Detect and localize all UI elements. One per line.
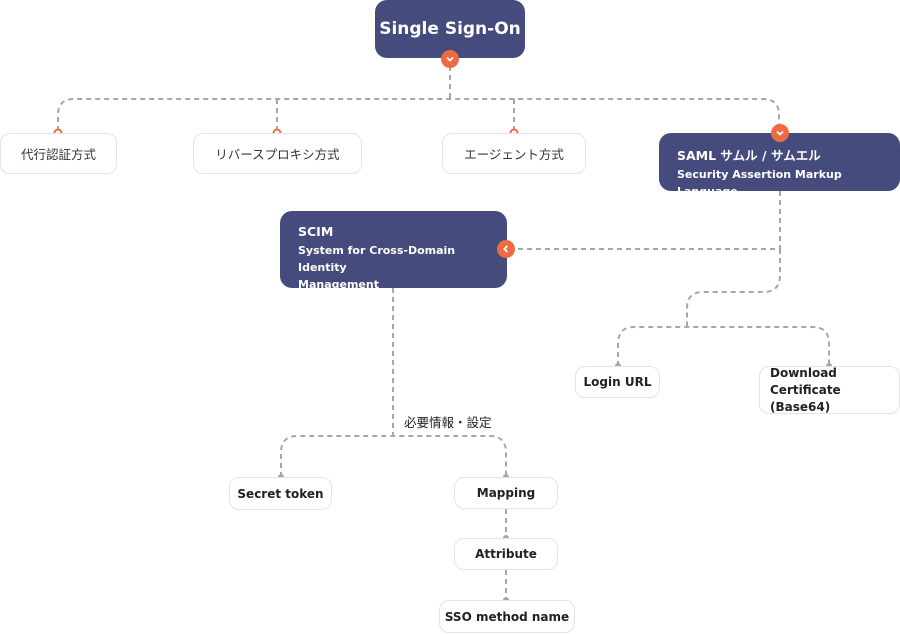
- saml-subtitle: Security Assertion Markup Language: [677, 168, 842, 198]
- saml-child-label: Login URL: [583, 375, 652, 389]
- method-node-reverse-proxy[interactable]: リバースプロキシ方式: [193, 133, 362, 174]
- scim-child-label: Secret token: [237, 486, 324, 501]
- scim-child-attribute[interactable]: Attribute: [454, 538, 558, 570]
- saml-title: SAML サムル / サムエル: [677, 148, 821, 163]
- method-label: エージェント方式: [464, 147, 564, 162]
- method-node-agent[interactable]: エージェント方式: [442, 133, 586, 174]
- chevron-left-icon[interactable]: [497, 240, 515, 258]
- scim-child-label: Attribute: [475, 547, 537, 561]
- method-node-proxy-auth[interactable]: 代行認証方式: [0, 133, 117, 174]
- method-label: 代行認証方式: [20, 147, 96, 162]
- root-title: Single Sign-On: [379, 19, 521, 39]
- saml-child-login-url[interactable]: Login URL: [575, 366, 660, 398]
- scim-child-mapping[interactable]: Mapping: [454, 477, 558, 509]
- scim-section-label: 必要情報・設定: [404, 415, 492, 430]
- method-label: リバースプロキシ方式: [215, 147, 340, 162]
- scim-child-label: Mapping: [476, 486, 536, 500]
- scim-subtitle: System for Cross-Domain Identity Managem…: [298, 244, 456, 291]
- scim-child-secret-token[interactable]: Secret token: [229, 477, 332, 510]
- saml-child-label: Download Certificate (Base64): [770, 365, 841, 414]
- saml-child-download-certificate[interactable]: Download Certificate (Base64): [759, 366, 900, 414]
- scim-child-label: SSO method name: [444, 609, 570, 624]
- saml-node[interactable]: SAML サムル / サムエル Security Assertion Marku…: [659, 133, 900, 198]
- chevron-down-icon[interactable]: [771, 124, 789, 142]
- root-node-single-sign-on[interactable]: Single Sign-On: [375, 0, 525, 58]
- scim-title: SCIM: [298, 224, 334, 239]
- chevron-down-icon[interactable]: [441, 50, 459, 68]
- scim-node[interactable]: SCIM System for Cross-Domain Identity Ma…: [280, 211, 507, 291]
- scim-child-sso-method-name[interactable]: SSO method name: [439, 600, 575, 633]
